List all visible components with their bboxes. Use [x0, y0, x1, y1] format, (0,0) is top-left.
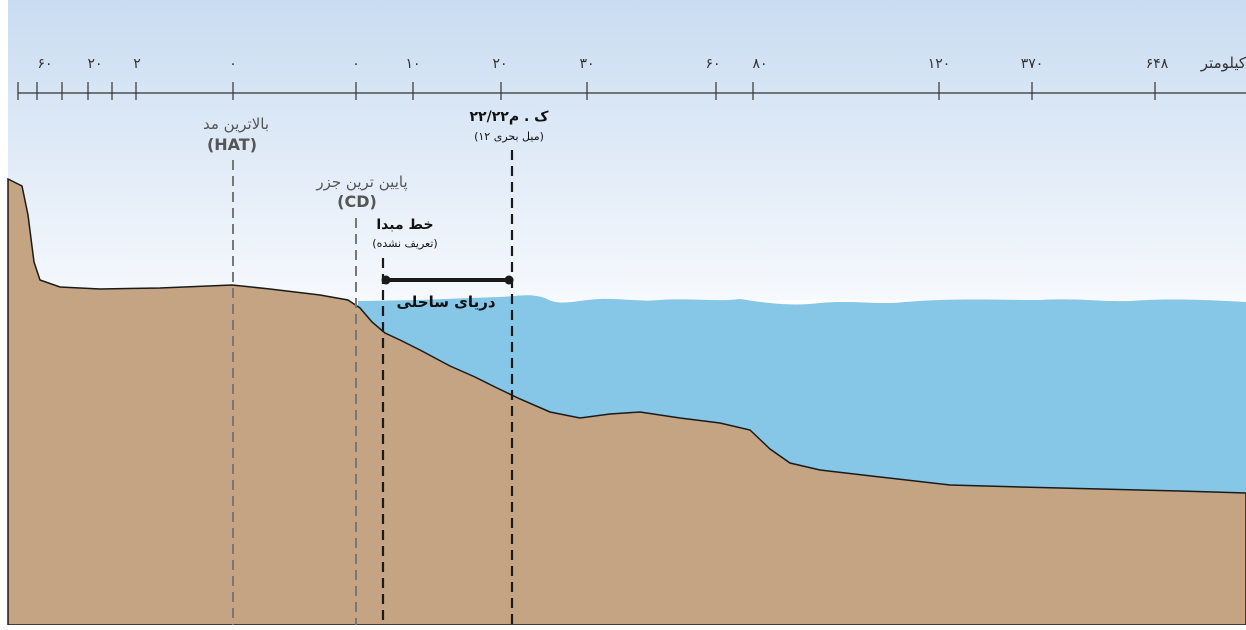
limit-12nm-sublabel: (۱۲ میل بحری) [474, 130, 544, 143]
scale-tick-label: ۶۰ [705, 56, 720, 72]
scale-tick-label: ۲ [133, 56, 141, 72]
scale-tick-label: ۰ [352, 56, 360, 72]
scale-tick-label: ۱۲۰ [928, 56, 951, 72]
span-end-dot [504, 275, 514, 285]
hat-label: بالاترین مد [203, 115, 269, 133]
seabed-land [7, 177, 1246, 626]
baseline-label: خط مبدا [376, 217, 433, 233]
scale-tick-label: ۳۷۰ [1021, 56, 1044, 72]
hat-abbr: (HAT) [207, 135, 257, 154]
scale-tick-label: ۳۰ [579, 56, 594, 72]
cd-abbr: (CD) [337, 192, 377, 211]
scale-tick-label: ۶۴۸ [1146, 56, 1169, 72]
span-start-dot [381, 275, 391, 285]
scale-tick-label: ۲۰ [87, 56, 102, 72]
territorial-sea-span [381, 275, 514, 285]
scale-unit-label: کیلومتر [1200, 54, 1246, 72]
cd-label: پایین ترین جزر [315, 173, 407, 192]
scale-tick-label: ۶۰ [37, 56, 52, 72]
limit-12nm-label: ۲۲/۲۲ک . م [470, 109, 550, 125]
sky-background [8, 0, 1246, 300]
page-left-margin [0, 0, 8, 625]
scale-tick-label: ۰ [229, 56, 237, 72]
baseline-sublabel: (تعریف نشده) [372, 237, 437, 250]
scale-tick-label: ۲۰ [492, 56, 507, 72]
scale-tick-label: ۱۰ [405, 56, 420, 72]
scale-tick-label: ۸۰ [752, 56, 767, 72]
territorial-sea-label: دریای ساحلی [396, 293, 495, 311]
